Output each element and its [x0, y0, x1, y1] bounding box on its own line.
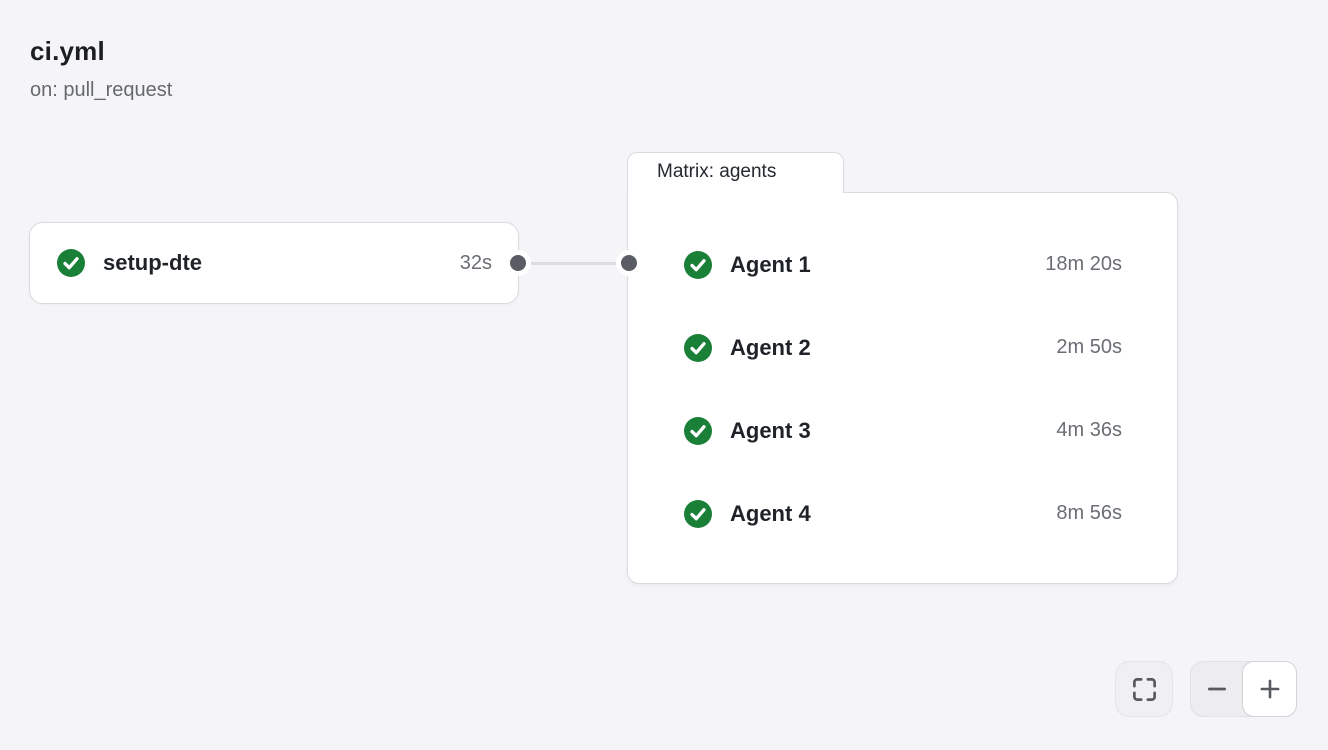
job-duration: 4m 36s [1056, 419, 1122, 441]
check-circle-icon [684, 416, 712, 445]
job-duration: 32s [459, 251, 492, 274]
minus-icon [1207, 687, 1226, 691]
workflow-file-title: ci.yml [30, 36, 105, 66]
plus-icon [1260, 679, 1279, 699]
workflow-trigger: on: pull_request [30, 79, 173, 101]
job-duration: 2m 50s [1056, 336, 1122, 358]
edge-target-dot [616, 250, 642, 276]
check-circle-icon [684, 333, 712, 362]
job-node-agent-3[interactable]: Agent 3 4m 36s [628, 389, 1177, 472]
job-node-agent-2[interactable]: Agent 2 2m 50s [628, 306, 1177, 389]
matrix-group-tab: Matrix: agents [627, 152, 844, 193]
job-node-agent-4[interactable]: Agent 4 8m 56s [628, 472, 1177, 555]
job-node-agent-1[interactable]: Agent 1 18m 20s [628, 223, 1177, 306]
matrix-group-label: Matrix: agents [657, 161, 777, 182]
fit-to-view-button[interactable] [1115, 661, 1173, 717]
check-circle-icon [684, 499, 712, 528]
job-name: Agent 4 [730, 500, 811, 526]
job-name: Agent 3 [730, 417, 811, 443]
matrix-group: Matrix: agents Agent 1 18m 20s Agent 2 2… [627, 152, 1178, 584]
check-circle-icon [57, 249, 85, 277]
edge-source-dot [505, 250, 531, 276]
job-name: Agent 1 [730, 251, 811, 277]
fit-to-screen-icon [1132, 677, 1156, 701]
check-circle-icon [684, 250, 712, 279]
job-duration: 8m 56s [1056, 502, 1122, 524]
edge-line [518, 262, 630, 265]
workflow-header: ci.yml on: pull_request [30, 36, 172, 102]
zoom-out-button[interactable] [1191, 662, 1242, 716]
zoom-in-button[interactable] [1242, 661, 1297, 717]
job-duration: 18m 20s [1045, 253, 1122, 275]
job-name: setup-dte [103, 250, 202, 275]
matrix-group-panel: Agent 1 18m 20s Agent 2 2m 50s Agent 3 4… [627, 192, 1178, 584]
job-name: Agent 2 [730, 334, 811, 360]
zoom-controls [1190, 661, 1297, 717]
job-node-setup-dte[interactable]: setup-dte 32s [29, 222, 519, 304]
